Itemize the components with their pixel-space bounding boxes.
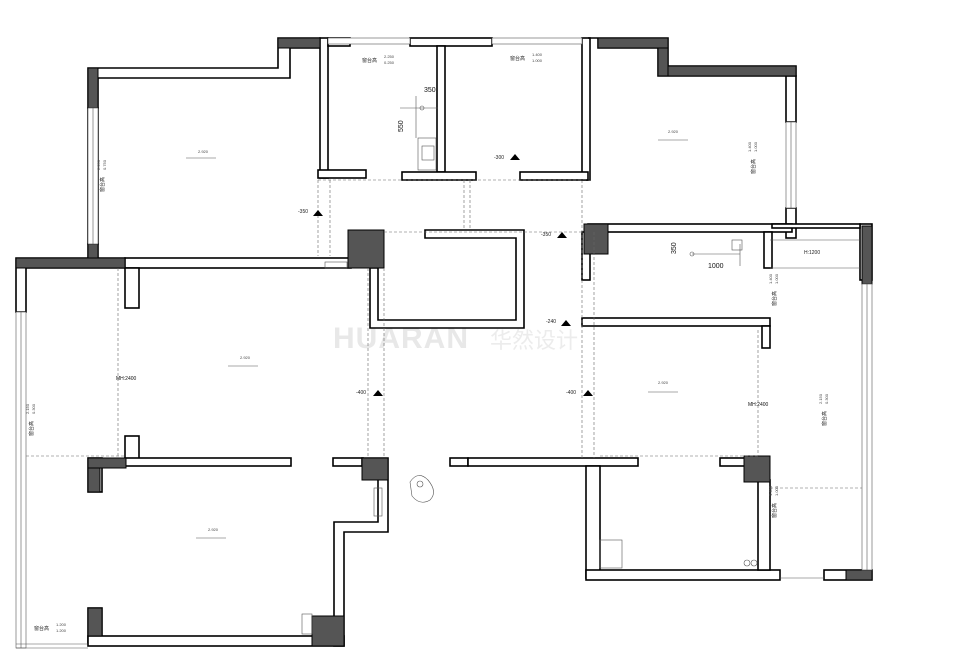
wtag-7-title: 窗台高 [771,503,778,518]
wtag-4-sub2: 1.000 [774,273,779,284]
elev-0: -350 [298,209,308,215]
wtag-7-sub2: 1.000 [774,485,779,496]
elevation-markers: -350 -300 -350 -240 -400 -400 [298,154,593,396]
height-1: 2.920 [668,129,679,134]
wtag-0-title: 窗台高 [362,57,377,64]
elev-4: -400 [356,390,366,396]
dim-h1200: H:1200 [804,250,820,256]
wtag-1-sub: 1.400 [532,52,543,57]
height-4: 2.920 [208,527,219,532]
elev-1: -300 [494,155,504,161]
wtag-4-title: 窗台高 [771,291,778,306]
wtag-7-sub: 1.400 [768,485,773,496]
wtag-3-sub: 1.400 [747,141,752,152]
wtag-8-sub2: 1.200 [56,628,67,633]
window-tags: 窗台高 2.250 0.250 窗台高 1.400 1.000 窗台高 2.25… [25,52,829,633]
height-0: 2.920 [198,149,209,154]
elev-5: -400 [566,390,576,396]
wtag-3-title: 窗台高 [750,159,757,174]
wtag-0-sub: 2.250 [384,54,395,59]
wtag-2-title: 窗台高 [99,177,106,192]
wtag-6-title: 窗台高 [821,411,828,426]
wtag-5-sub2: 0.300 [31,403,36,414]
dim-350b: 350 [671,242,678,254]
dim-350a: 350 [424,87,436,94]
wtag-3-sub2: 1.000 [753,141,758,152]
wtag-8-sub: 1.200 [56,622,67,627]
watermark-cn: 华然设计 [490,329,578,354]
wtag-6-sub2: 0.300 [824,393,829,404]
wtag-1-title: 窗台高 [510,55,525,62]
wtag-2-sub: 2.250 [96,159,101,170]
mh-left: MH:2400 [116,376,137,382]
wtag-6-sub: 2.150 [818,393,823,404]
wtag-8-title: 窗台高 [34,625,49,632]
dimensions: 350 550 350 1000 H:1200 [398,87,820,270]
wtag-5-sub: 2.150 [25,403,30,414]
wtag-2-sub2: 0.750 [102,159,107,170]
wtag-0-sub2: 0.250 [384,60,395,65]
fixtures [301,96,758,635]
dim-1000: 1000 [708,263,724,270]
height-2: 2.920 [240,355,251,360]
windows [15,37,873,649]
height-3: 2.920 [658,380,669,385]
dashed-ceiling-lines [26,179,862,489]
wtag-1-sub2: 1.000 [532,58,543,63]
elev-2: -350 [541,232,551,238]
wtag-5-title: 窗台高 [28,421,35,436]
structural-columns [15,37,873,647]
room-heights: 2.920 2.920 2.920 2.920 2.920 [186,129,688,539]
dim-550: 550 [398,120,405,132]
elev-3: -240 [546,319,556,325]
mh-right: MH:2400 [748,402,769,408]
wtag-4-sub: 1.400 [768,273,773,284]
